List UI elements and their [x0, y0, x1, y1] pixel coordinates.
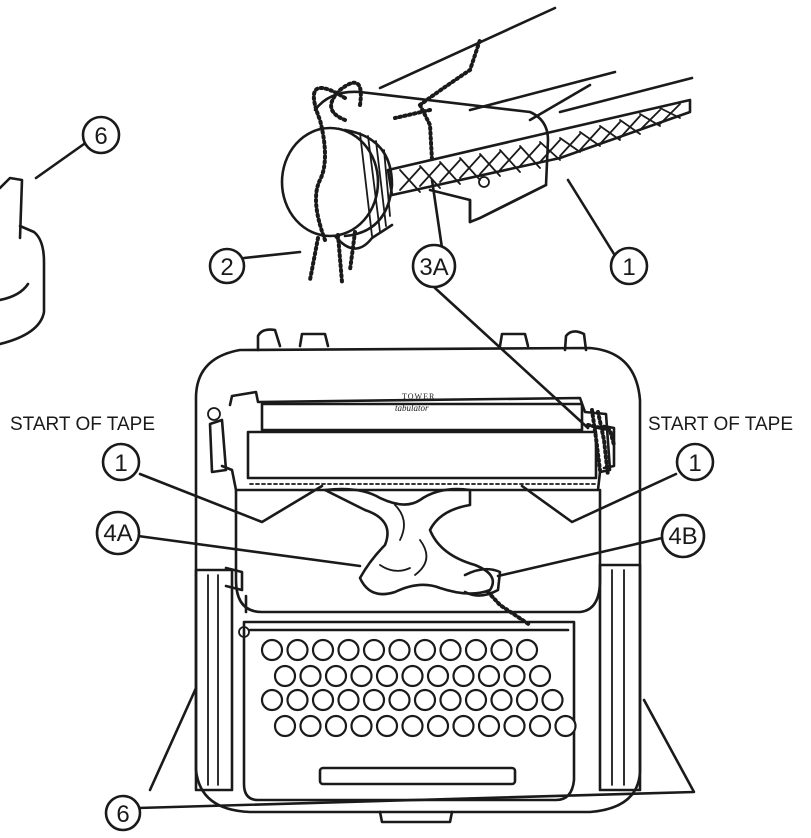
svg-text:1: 1: [688, 450, 701, 477]
svg-text:3A: 3A: [419, 254, 448, 281]
keyboard-key: [492, 640, 512, 660]
keyboard-key: [441, 690, 461, 710]
keyboard-key: [428, 716, 448, 736]
svg-text:2: 2: [220, 254, 233, 281]
svg-text:6: 6: [116, 801, 129, 828]
keyboard-key: [543, 690, 563, 710]
keyboard-key: [262, 640, 282, 660]
keyboard-key: [556, 716, 576, 736]
keyboard-key: [275, 666, 295, 686]
svg-text:4B: 4B: [668, 523, 697, 550]
keyboard-key: [326, 716, 346, 736]
keyboard-key: [403, 716, 423, 736]
keyboard-key: [339, 640, 359, 660]
keyboard-key: [262, 690, 282, 710]
keyboard-key: [288, 690, 308, 710]
keyboard-key: [352, 716, 372, 736]
callout-1-left: 1: [103, 444, 139, 480]
callout-4a: 4A: [97, 512, 139, 554]
keyboard-key: [377, 666, 397, 686]
svg-text:1: 1: [622, 254, 635, 281]
keyboard-key: [517, 640, 537, 660]
keyboard-key: [390, 690, 410, 710]
svg-text:4A: 4A: [103, 520, 132, 547]
callout-1-right: 1: [677, 444, 713, 480]
brand-line-1: TOWER: [402, 392, 435, 401]
callout-4b: 4B: [662, 515, 704, 557]
keyboard-key: [428, 666, 448, 686]
keyboard-key: [505, 666, 525, 686]
callout-3a: 3A: [413, 245, 455, 287]
callout-6-top: 6: [83, 117, 119, 153]
keyboard-key: [364, 690, 384, 710]
start-of-tape-right-label: START OF TAPE: [648, 414, 793, 435]
keyboard-key: [390, 640, 410, 660]
keyboard-key: [313, 640, 333, 660]
typewriter: TOWER tabulator: [196, 330, 640, 822]
keyboard-key: [454, 666, 474, 686]
keyboard-key: [377, 716, 397, 736]
keyboard-key: [441, 640, 461, 660]
keyboard-key: [326, 666, 346, 686]
keyboard-key: [415, 640, 435, 660]
roll-knob: [282, 128, 378, 236]
keyboard-key: [530, 716, 550, 736]
roll-detail: [282, 8, 692, 282]
left-partial-detail: [0, 178, 44, 344]
keyboard-key: [415, 690, 435, 710]
keyboard-key: [505, 716, 525, 736]
keyboard-key: [301, 666, 321, 686]
keyboard-key: [403, 666, 423, 686]
keyboard-key: [339, 690, 359, 710]
callout-2: 2: [210, 249, 244, 283]
keyboard-key: [352, 666, 372, 686]
keyboard-key: [479, 666, 499, 686]
spacebar: [320, 768, 515, 784]
keyboard-key: [466, 640, 486, 660]
keyboard-key: [454, 716, 474, 736]
keyboard-key: [492, 690, 512, 710]
svg-text:1: 1: [114, 450, 127, 477]
keyboard-key: [479, 716, 499, 736]
keyboard-key: [288, 640, 308, 660]
svg-text:6: 6: [94, 123, 107, 150]
callout-1-top: 1: [611, 248, 647, 284]
callout-6-bottom: 6: [106, 796, 140, 830]
keyboard-key: [364, 640, 384, 660]
keyboard-keys: [262, 640, 576, 736]
brand-line-2: tabulator: [395, 403, 429, 413]
start-of-tape-left-label: START OF TAPE: [10, 414, 155, 435]
keyboard-key: [313, 690, 333, 710]
keyboard-key: [466, 690, 486, 710]
keyboard-key: [530, 666, 550, 686]
keyboard-key: [301, 716, 321, 736]
keyboard-key: [517, 690, 537, 710]
keyboard-key: [275, 716, 295, 736]
